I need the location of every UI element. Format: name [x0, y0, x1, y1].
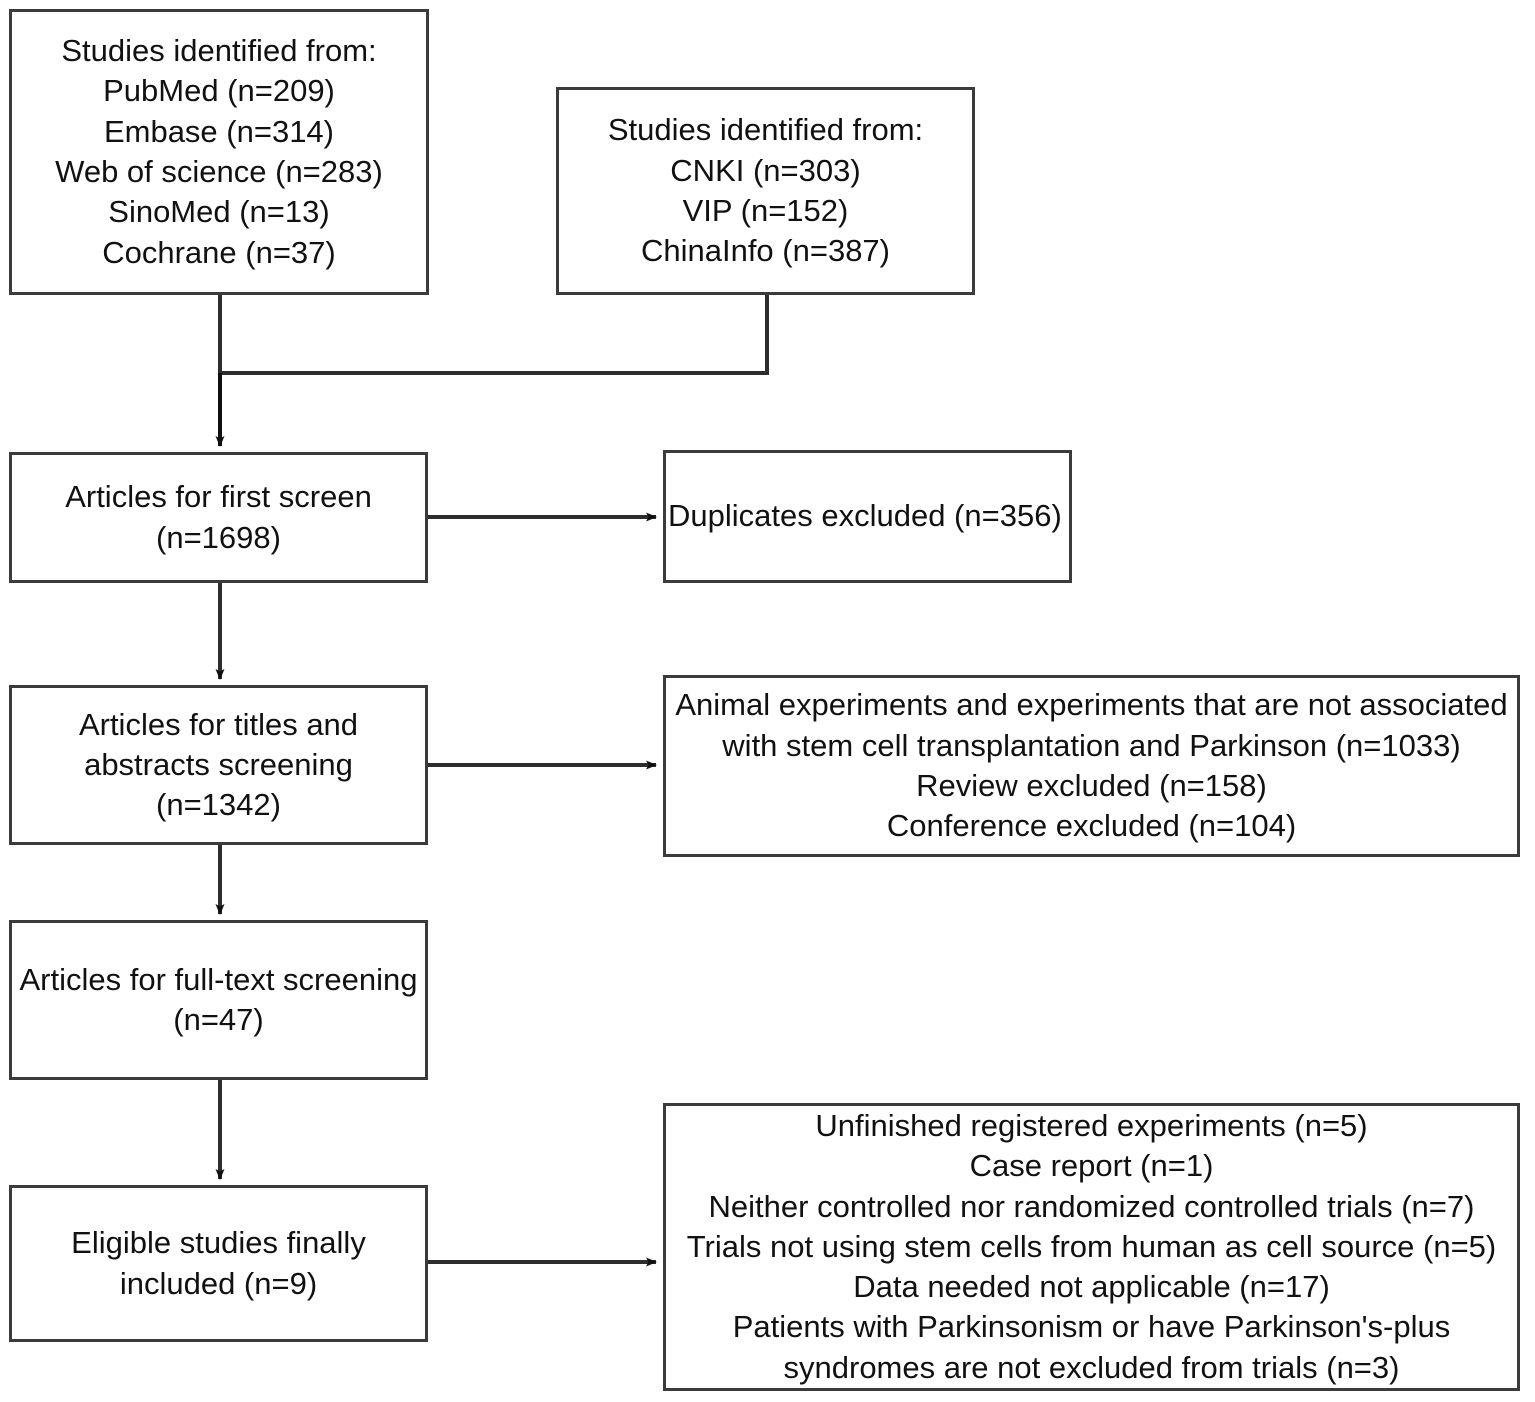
- box-articles-titles-abstracts-screening: Articles for titles and abstracts screen…: [9, 685, 428, 845]
- box-duplicates-excluded: Duplicates excluded (n=356): [663, 450, 1072, 583]
- box-screening-exclusion-reasons: Animal experiments and experiments that …: [663, 675, 1520, 857]
- box-fulltext-exclusion-reasons: Unfinished registered experiments (n=5) …: [663, 1103, 1520, 1391]
- box-identification-chinese-databases: Studies identified from: CNKI (n=303) VI…: [556, 87, 975, 295]
- box-eligible-studies-included: Eligible studies finally included (n=9): [9, 1185, 428, 1342]
- box-articles-first-screen: Articles for first screen (n=1698): [9, 452, 428, 583]
- box-identification-english-databases: Studies identified from: PubMed (n=209) …: [9, 9, 429, 295]
- box-articles-fulltext-screening: Articles for full-text screening (n=47): [9, 920, 428, 1080]
- connector-merge-to-first-screen: [215, 295, 769, 447]
